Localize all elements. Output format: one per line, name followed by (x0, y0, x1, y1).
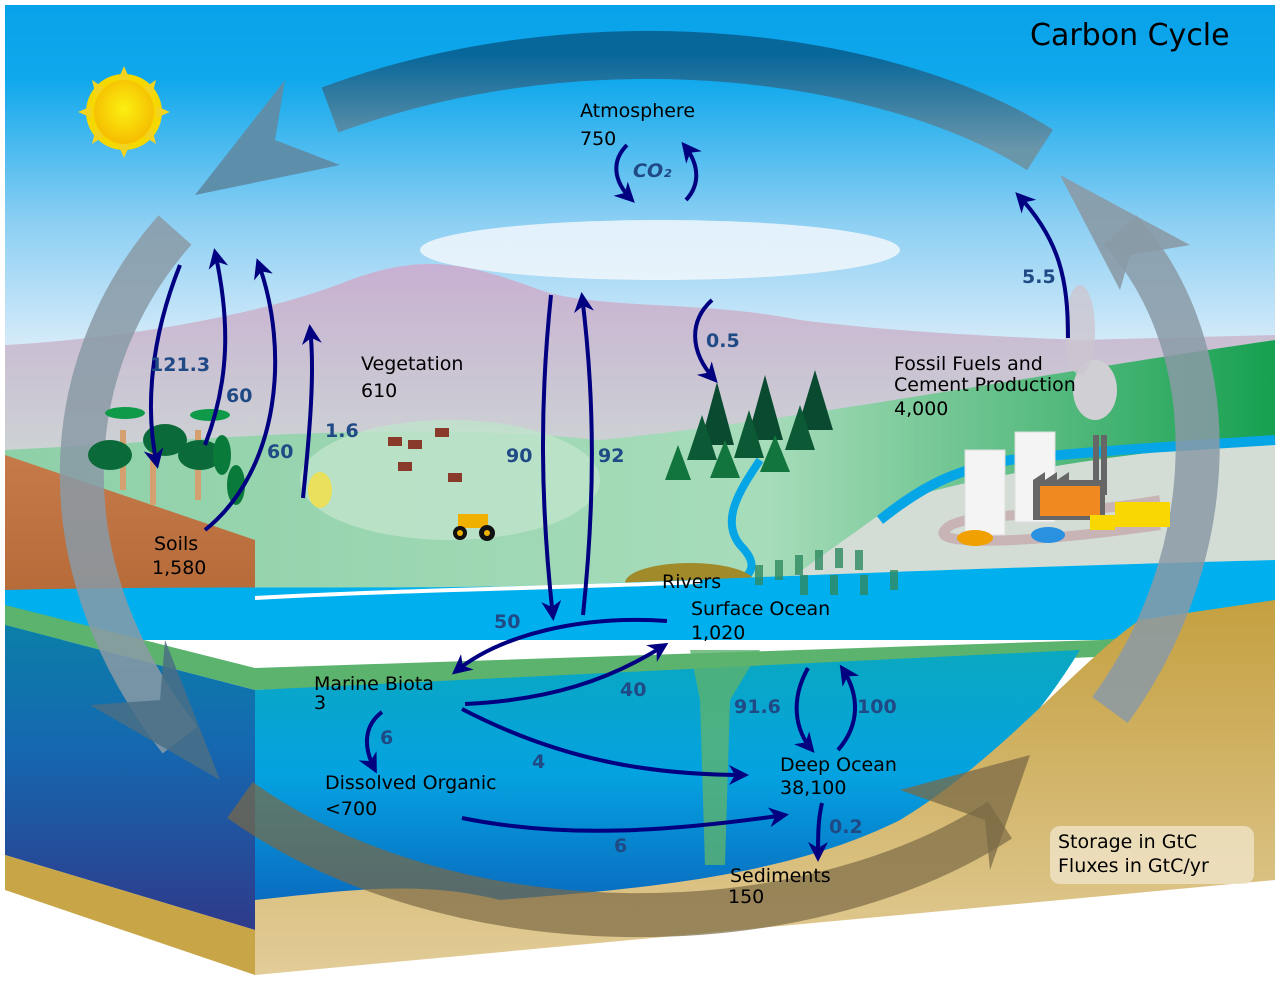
cycle-arrow-bottom-head (900, 755, 1030, 870)
marine-biota-value: 3 (314, 692, 327, 714)
arrow-biota-to-deep (461, 707, 749, 785)
dissolved-organic-label: Dissolved Organic (325, 772, 497, 794)
legend-storage: Storage in GtC (1058, 831, 1198, 853)
units-legend: Storage in GtC Fluxes in GtC/yr (1050, 826, 1254, 884)
flux-atm-to-ocean: 90 (506, 445, 533, 467)
rivers-label: Rivers (662, 571, 722, 593)
cycle-arrow-left (59, 215, 198, 754)
soils-label: Soils (154, 533, 199, 555)
surface-ocean-value: 1,020 (691, 622, 746, 644)
cycle-arrow-bottom (227, 782, 1012, 938)
atmosphere-value: 750 (580, 128, 617, 150)
cycle-arrow-right (1092, 215, 1220, 723)
flux-soil-to-atm-a: 60 (226, 385, 253, 407)
flux-atm-to-soil: 121.3 (150, 354, 211, 376)
marine-biota-label: Marine Biota (314, 673, 434, 695)
cycle-arrow-top-head (195, 80, 340, 195)
arrow-surface-to-biota (451, 617, 668, 675)
atmosphere-label: Atmosphere (580, 100, 696, 122)
flux-soil-to-atm-b: 60 (267, 441, 294, 463)
biota-layer (5, 605, 1275, 690)
shoreline (254, 580, 701, 600)
dissolved-organic-value: <700 (325, 798, 378, 820)
cycle-arrow-top (321, 30, 1053, 171)
fossil-label-line1: Fossil Fuels and (894, 353, 1043, 375)
sun-icon (78, 66, 170, 158)
flux-atm-to-forest: 0.5 (706, 330, 740, 352)
vehicles (957, 502, 1170, 546)
flux-dissolved-to-deep: 6 (614, 835, 628, 857)
diagram-title: Carbon Cycle (1030, 18, 1230, 53)
arrow-fire-to-atm (301, 324, 322, 499)
sediments-value: 150 (728, 886, 765, 908)
smoke-plume (1065, 285, 1117, 420)
arrow-atm-to-forest (693, 298, 718, 383)
fire-icon (308, 472, 332, 508)
deep-ocean-value: 38,100 (780, 777, 847, 799)
fossil-label-line2: Cement Production (894, 374, 1076, 396)
flux-surface-to-biota: 50 (494, 611, 521, 633)
cloud (420, 220, 900, 280)
arrow-deep-to-surface (836, 664, 860, 752)
vegetation-value: 610 (361, 380, 398, 402)
flux-biota-to-dissolved: 6 (380, 727, 394, 749)
flux-biota-to-surface: 40 (620, 679, 647, 701)
legend-fluxes: Fluxes in GtC/yr (1058, 855, 1209, 877)
cycle-arrow-left-head (90, 640, 220, 780)
soils-value: 1,580 (152, 557, 207, 579)
flux-deep-to-surface: 100 (857, 696, 897, 718)
flux-biota-to-deep: 4 (532, 751, 546, 773)
sediments-label: Sediments (730, 865, 831, 887)
surface-ocean-label: Surface Ocean (691, 598, 831, 620)
arrow-biota-to-dissolved (358, 710, 384, 774)
flux-deep-to-sediments: 0.2 (829, 816, 863, 838)
arrow-co2-up (681, 141, 702, 202)
deep-ocean-label: Deep Ocean (780, 754, 897, 776)
arrow-co2-down (613, 143, 635, 203)
arrow-atm-to-soil (143, 264, 182, 469)
flux-arrows (143, 141, 1070, 862)
cattle (388, 428, 462, 482)
arrow-soil-to-atm-a (203, 248, 229, 446)
flux-ocean-to-atm: 92 (598, 445, 625, 467)
vegetation-label: Vegetation (361, 353, 464, 375)
fossil-value: 4,000 (894, 398, 949, 420)
arrow-atm-to-ocean (541, 294, 562, 621)
ocean-side (5, 625, 255, 930)
savanna-trees (88, 407, 245, 505)
flux-surface-to-deep: 91.6 (734, 696, 781, 718)
downwelling (690, 650, 760, 865)
crop-plantation (755, 548, 898, 595)
arrow-biota-to-surface (464, 642, 669, 706)
seafloor-front (255, 600, 1275, 975)
conifer-forest (665, 370, 833, 480)
flux-fossil-to-atm: 5.5 (1022, 266, 1056, 288)
factory-icon (1033, 435, 1107, 520)
tractor-icon (453, 514, 495, 541)
flux-fire-to-atm: 1.6 (325, 420, 359, 442)
cycle-arrow-right-head (1060, 175, 1190, 290)
arrow-surface-to-deep (794, 667, 815, 754)
arrow-deep-to-sediments (808, 802, 829, 862)
arrow-ocean-to-atm (574, 292, 594, 616)
seafloor-side (5, 855, 255, 975)
arrow-soil-to-atm-b (203, 258, 278, 532)
arrow-dissolved-to-deep (461, 807, 789, 833)
co2-label: CO₂ (633, 160, 672, 182)
surface-ocean (5, 560, 1275, 640)
arrow-fossil-to-atm (1015, 192, 1070, 339)
stream (727, 457, 764, 584)
